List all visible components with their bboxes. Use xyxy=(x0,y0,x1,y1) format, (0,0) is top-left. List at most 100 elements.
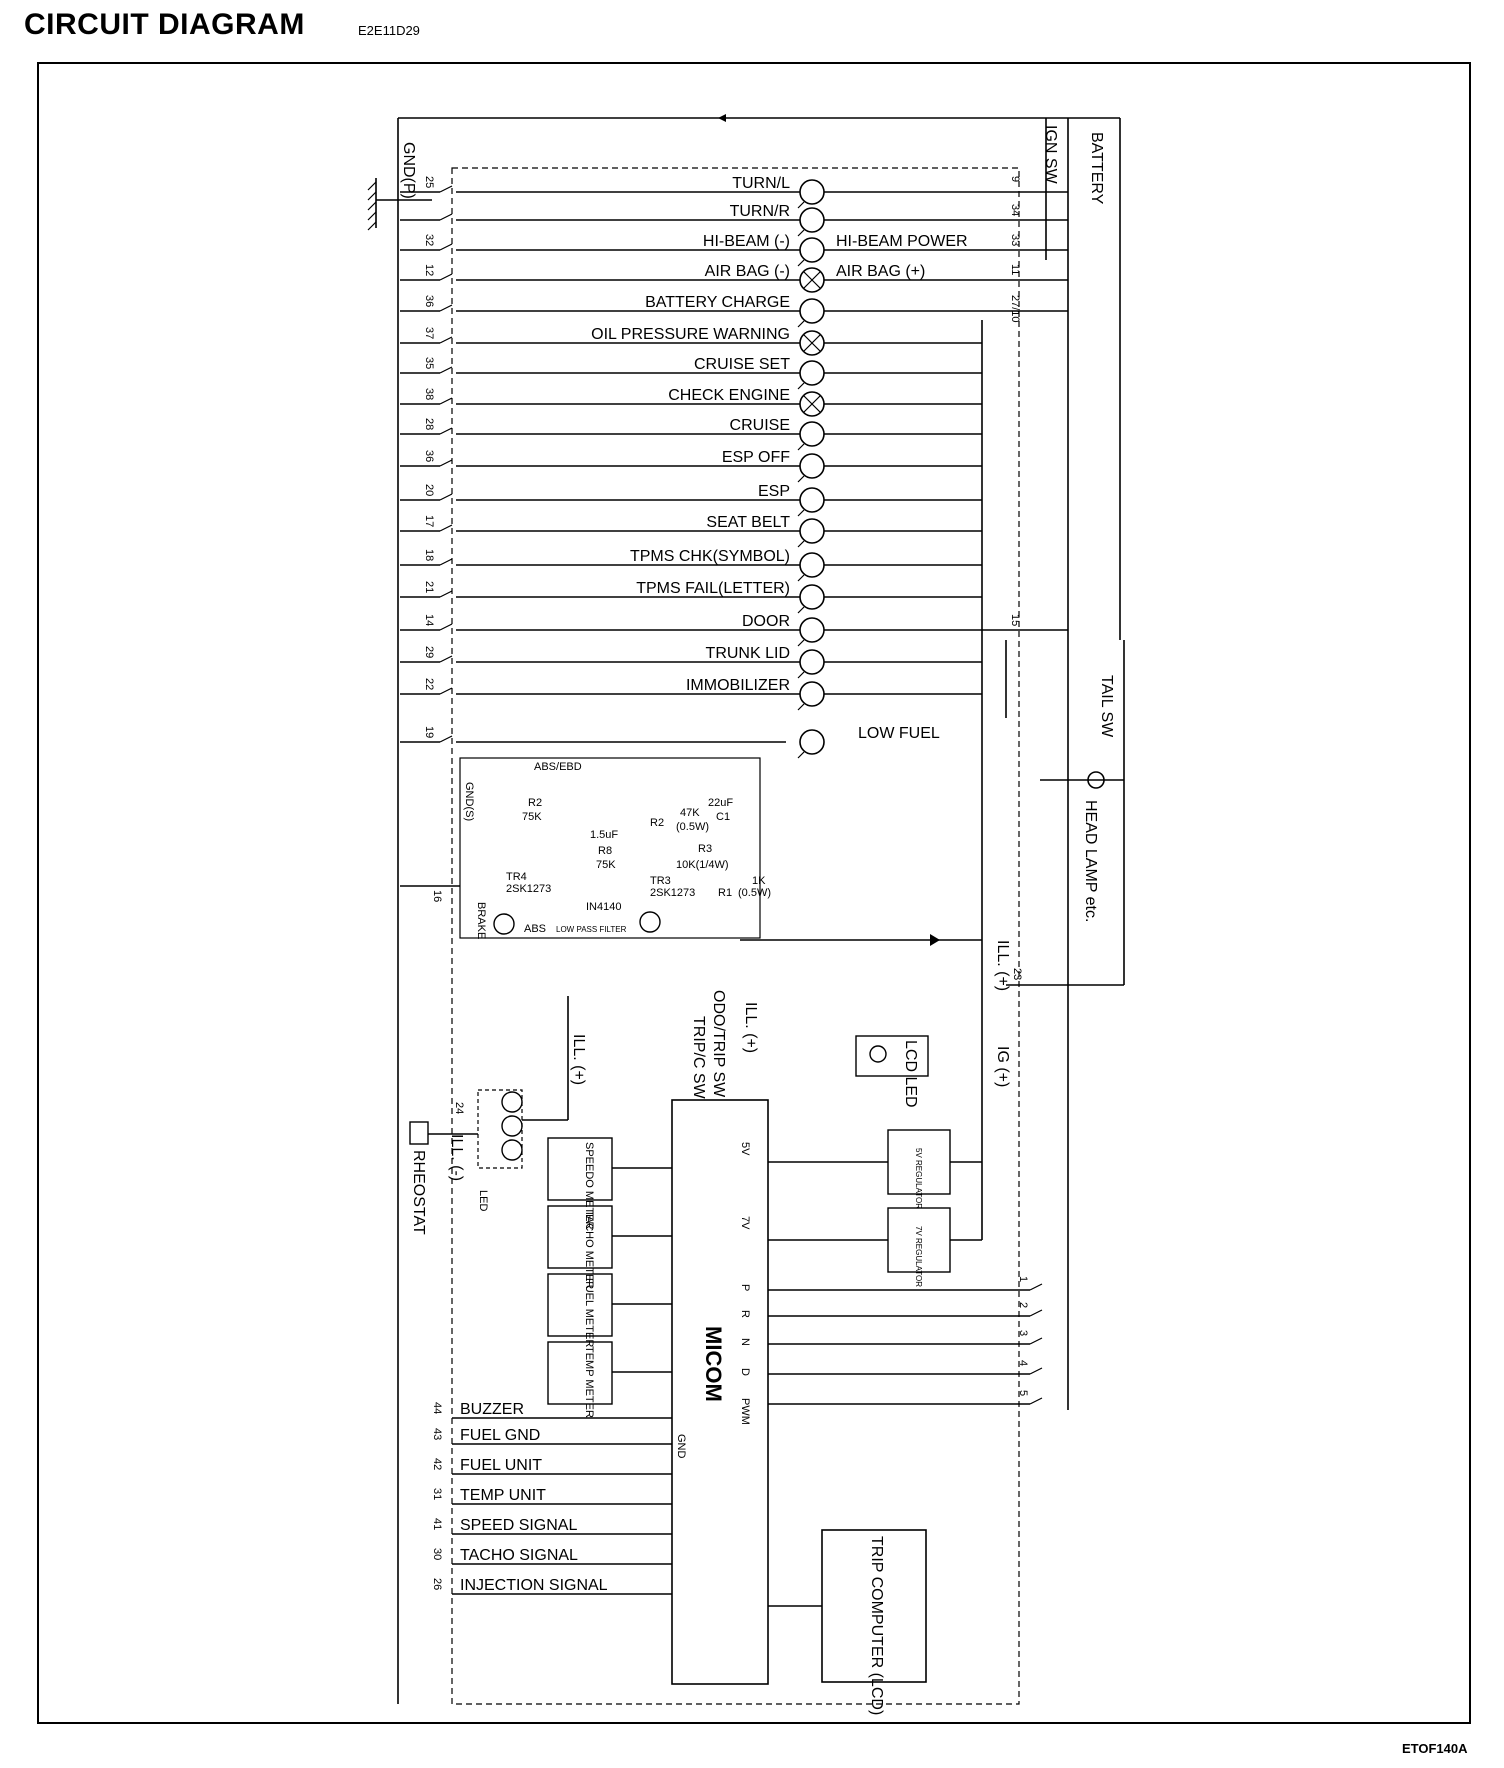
gear-input: N3 xyxy=(739,1330,1043,1346)
right-pin-number: 9 xyxy=(1009,176,1021,182)
led-icon xyxy=(797,421,825,451)
lcd-led-label: LCD LED xyxy=(902,1040,919,1108)
right-pin-number: 34 xyxy=(1009,204,1021,216)
gear-switch xyxy=(1029,1397,1043,1405)
bulb-icon xyxy=(799,267,825,293)
switch-blade xyxy=(439,558,453,566)
signal-pin: 43 xyxy=(431,1428,443,1440)
abs-lamp-icon xyxy=(639,911,661,933)
illumination-led-cluster xyxy=(477,1089,523,1169)
reg7-label: 7V REGULATOR xyxy=(914,1226,923,1287)
head-lamp-label: HEAD LAMP etc. xyxy=(1082,800,1099,922)
signal-label: BUZZER xyxy=(460,1401,524,1418)
indicator-label: CHECK ENGINE xyxy=(668,387,790,404)
indicator-row: TURN/R 34 xyxy=(400,203,1068,237)
pin-number: 25 xyxy=(423,176,435,188)
led-icon xyxy=(797,649,825,679)
indicator-label: OIL PRESSURE WARNING xyxy=(591,326,790,343)
indicator-right-label: AIR BAG (+) xyxy=(836,263,925,280)
signal-label: INJECTION SIGNAL xyxy=(460,1577,608,1594)
pin-number: 29 xyxy=(423,646,435,658)
tr3-part: 2SK1273 xyxy=(650,887,695,899)
switch-blade xyxy=(439,243,453,251)
tr3: TR3 xyxy=(650,875,671,887)
r1-val: 1K xyxy=(752,875,766,887)
led-icon xyxy=(797,552,825,582)
diode: IN4140 xyxy=(586,901,621,913)
c1-val: 22uF xyxy=(708,797,733,809)
r1-w: (0.5W) xyxy=(738,887,771,899)
gear-switch xyxy=(1029,1309,1043,1317)
pin-16: 16 xyxy=(431,890,443,902)
switch-blade xyxy=(439,213,453,221)
switch-blade xyxy=(439,459,453,467)
led-icon xyxy=(797,237,825,267)
rheostat-symbol xyxy=(409,1121,429,1145)
indicator-label: TURN/R xyxy=(730,203,790,220)
bulb-icon xyxy=(799,330,825,356)
pin-23: 23 xyxy=(1011,968,1023,980)
gear-pin: 5 xyxy=(1017,1390,1029,1396)
gnd-p-label: GND(P) xyxy=(400,142,417,199)
odo-trip-label: ODO/TRIP SW xyxy=(710,990,727,1098)
pin-number: 14 xyxy=(423,614,435,626)
tr4: TR4 xyxy=(506,871,527,883)
led-icon xyxy=(797,518,825,548)
gear-label: N xyxy=(739,1338,751,1346)
switch-blade xyxy=(439,623,453,631)
ill-plus-left-label: ILL. (+) xyxy=(570,1034,587,1085)
r1: R1 xyxy=(718,887,732,899)
pin-number: 17 xyxy=(423,515,435,527)
meter-group: SPEEDO METER TACHO METER FUEL METER TEMP… xyxy=(547,1137,672,1418)
signal-pin: 44 xyxy=(431,1402,443,1414)
pin-number: 35 xyxy=(423,357,435,369)
c-1-5uf: 1.5uF xyxy=(590,829,618,841)
fuse-arrow xyxy=(718,114,726,122)
low-pass-label: LOW PASS FILTER xyxy=(556,925,627,934)
right-pin-number: 33 xyxy=(1009,234,1021,246)
c1-label: C1 xyxy=(716,811,730,823)
pin-number: 21 xyxy=(423,581,435,593)
indicator-row: TPMS CHK(SYMBOL)18 xyxy=(400,548,982,582)
switch-blade xyxy=(439,273,453,281)
indicator-label: AIR BAG (-) xyxy=(705,263,790,280)
ill-minus-label: ILL. (-) xyxy=(448,1134,465,1181)
pin-number: 38 xyxy=(423,388,435,400)
cluster-boundary xyxy=(451,167,1020,1705)
indicator-label: ESP OFF xyxy=(722,449,790,466)
micom-7v: 7V xyxy=(739,1216,751,1230)
diagram-code: E2E11D29 xyxy=(358,23,420,38)
indicator-label: CRUISE xyxy=(730,417,790,434)
fuel-meter xyxy=(547,1273,613,1337)
tacho-meter xyxy=(547,1205,613,1269)
bulb-icon xyxy=(799,391,825,417)
indicator-label: HI-BEAM (-) xyxy=(703,233,790,250)
fuel-label: FUEL METER xyxy=(583,1278,595,1347)
right-pin-number: 27/10 xyxy=(1009,295,1021,323)
pin-number: 36 xyxy=(423,295,435,307)
pin-number: 12 xyxy=(423,264,435,276)
led-icon xyxy=(797,179,825,209)
switch-blade xyxy=(439,590,453,598)
switch-blade xyxy=(439,427,453,435)
trip-c-label: TRIP/C SW xyxy=(690,1016,707,1100)
micom-label: MICOM xyxy=(701,1326,726,1402)
switch-blade xyxy=(439,366,453,374)
switch-blade xyxy=(439,655,453,663)
pin-number: 19 xyxy=(423,726,435,738)
right-pin-number: 11 xyxy=(1009,264,1021,275)
abs-ebd-block: ABS/EBD R2 75K 1.5uF R8 75K TR4 2SK1273 … xyxy=(459,757,771,939)
signal-label: FUEL UNIT xyxy=(460,1457,542,1474)
signal-pin: 26 xyxy=(431,1578,443,1590)
